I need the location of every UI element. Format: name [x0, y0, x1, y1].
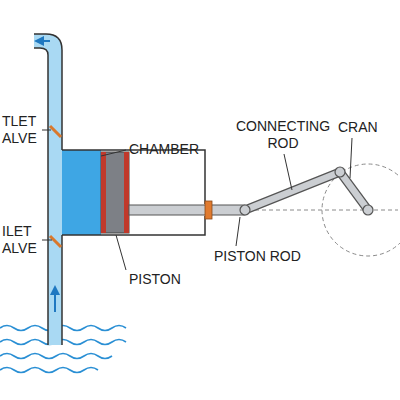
piston [101, 152, 129, 233]
pin [335, 167, 345, 177]
chamber-fluid [62, 150, 101, 235]
part-label: CONNECTING ROD [236, 118, 330, 152]
part-label: PISTON [129, 271, 181, 288]
centre-line [248, 210, 398, 211]
piston-rod [129, 205, 245, 215]
pin [363, 205, 373, 215]
pipe-fluid [34, 34, 62, 345]
gland [205, 201, 212, 219]
inlet-valve [50, 236, 61, 247]
valve-label: TLET ALVE [2, 113, 37, 147]
pipe-walls [34, 34, 62, 345]
leader-lines [42, 130, 352, 270]
cylinder [62, 150, 205, 235]
flow-arrow [39, 40, 50, 42]
piston-ring [124, 152, 129, 233]
part-label: PISTON ROD [214, 248, 301, 265]
piston-ring [101, 152, 106, 233]
part-label: CRAN [338, 119, 378, 136]
water [0, 326, 126, 373]
pin [240, 205, 250, 215]
flow-arrow [54, 290, 56, 312]
valve-label: ILET ALVE [2, 223, 37, 257]
outlet-valve [50, 126, 61, 137]
part-label: CHAMBER [129, 141, 199, 158]
